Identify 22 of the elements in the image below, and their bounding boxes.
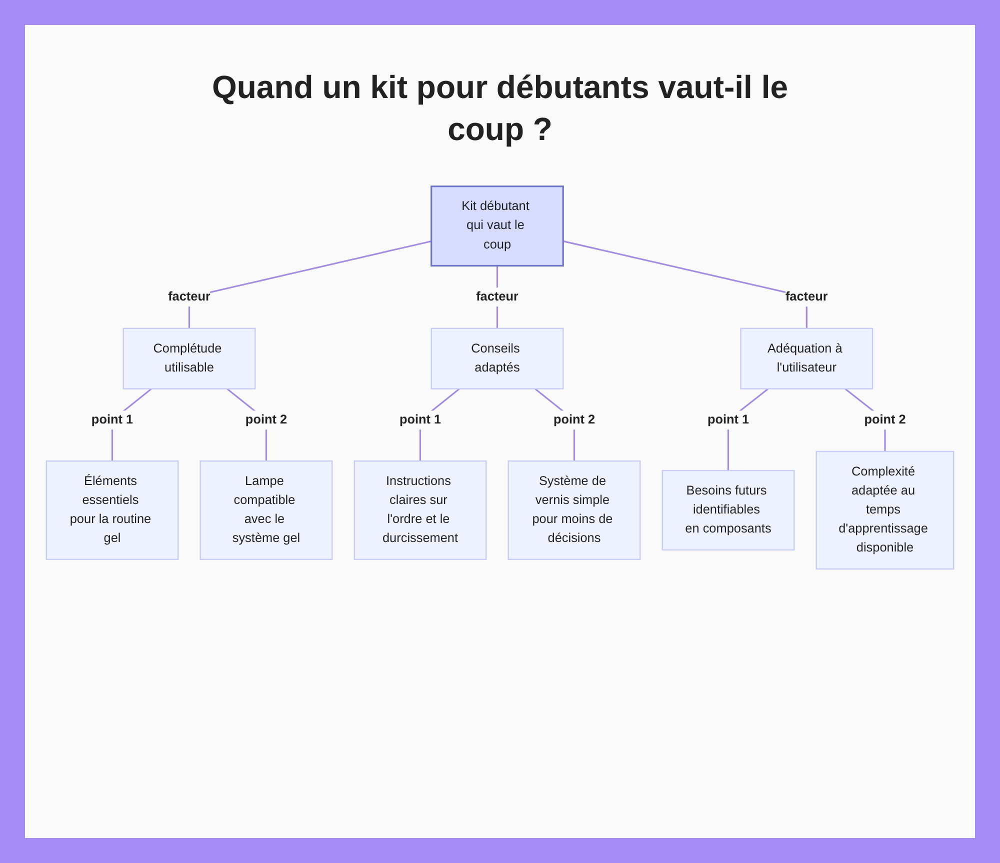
node-box: Système de vernis simple pour moins de décisions	[508, 460, 641, 560]
edge-label: point 1	[91, 412, 134, 426]
title: Quand un kit pour débutants vaut-il le coup ?	[210, 68, 789, 149]
node-box: Complétude utilisable	[122, 328, 256, 390]
connector	[188, 240, 432, 328]
node-box: Instructions claires sur l'ordre et le durcissement	[354, 460, 487, 560]
node-box: Besoins futurs identifiables en composants	[662, 470, 795, 551]
node-box: Conseils adaptés	[430, 328, 564, 390]
node-box: Lampe compatible avec le système gel	[200, 460, 333, 560]
edge-label: point 1	[399, 412, 442, 426]
node-box: Kit débutant qui vaut le coup	[430, 186, 564, 267]
connector	[562, 240, 808, 328]
node-box: Adéquation à l'utilisateur	[740, 328, 874, 390]
edge-label: facteur	[476, 290, 518, 304]
edge-label: point 2	[864, 412, 906, 426]
edge-label: point 1	[707, 412, 750, 426]
edge-label: facteur	[168, 290, 210, 304]
node-box: Éléments essentiels pour la routine gel	[46, 460, 179, 560]
node-box: Complexité adaptée au temps d'apprentissage disponible	[816, 450, 954, 570]
edge-label: facteur	[785, 290, 828, 304]
edge-label: point 2	[245, 412, 288, 426]
edge-label: point 2	[553, 412, 596, 426]
